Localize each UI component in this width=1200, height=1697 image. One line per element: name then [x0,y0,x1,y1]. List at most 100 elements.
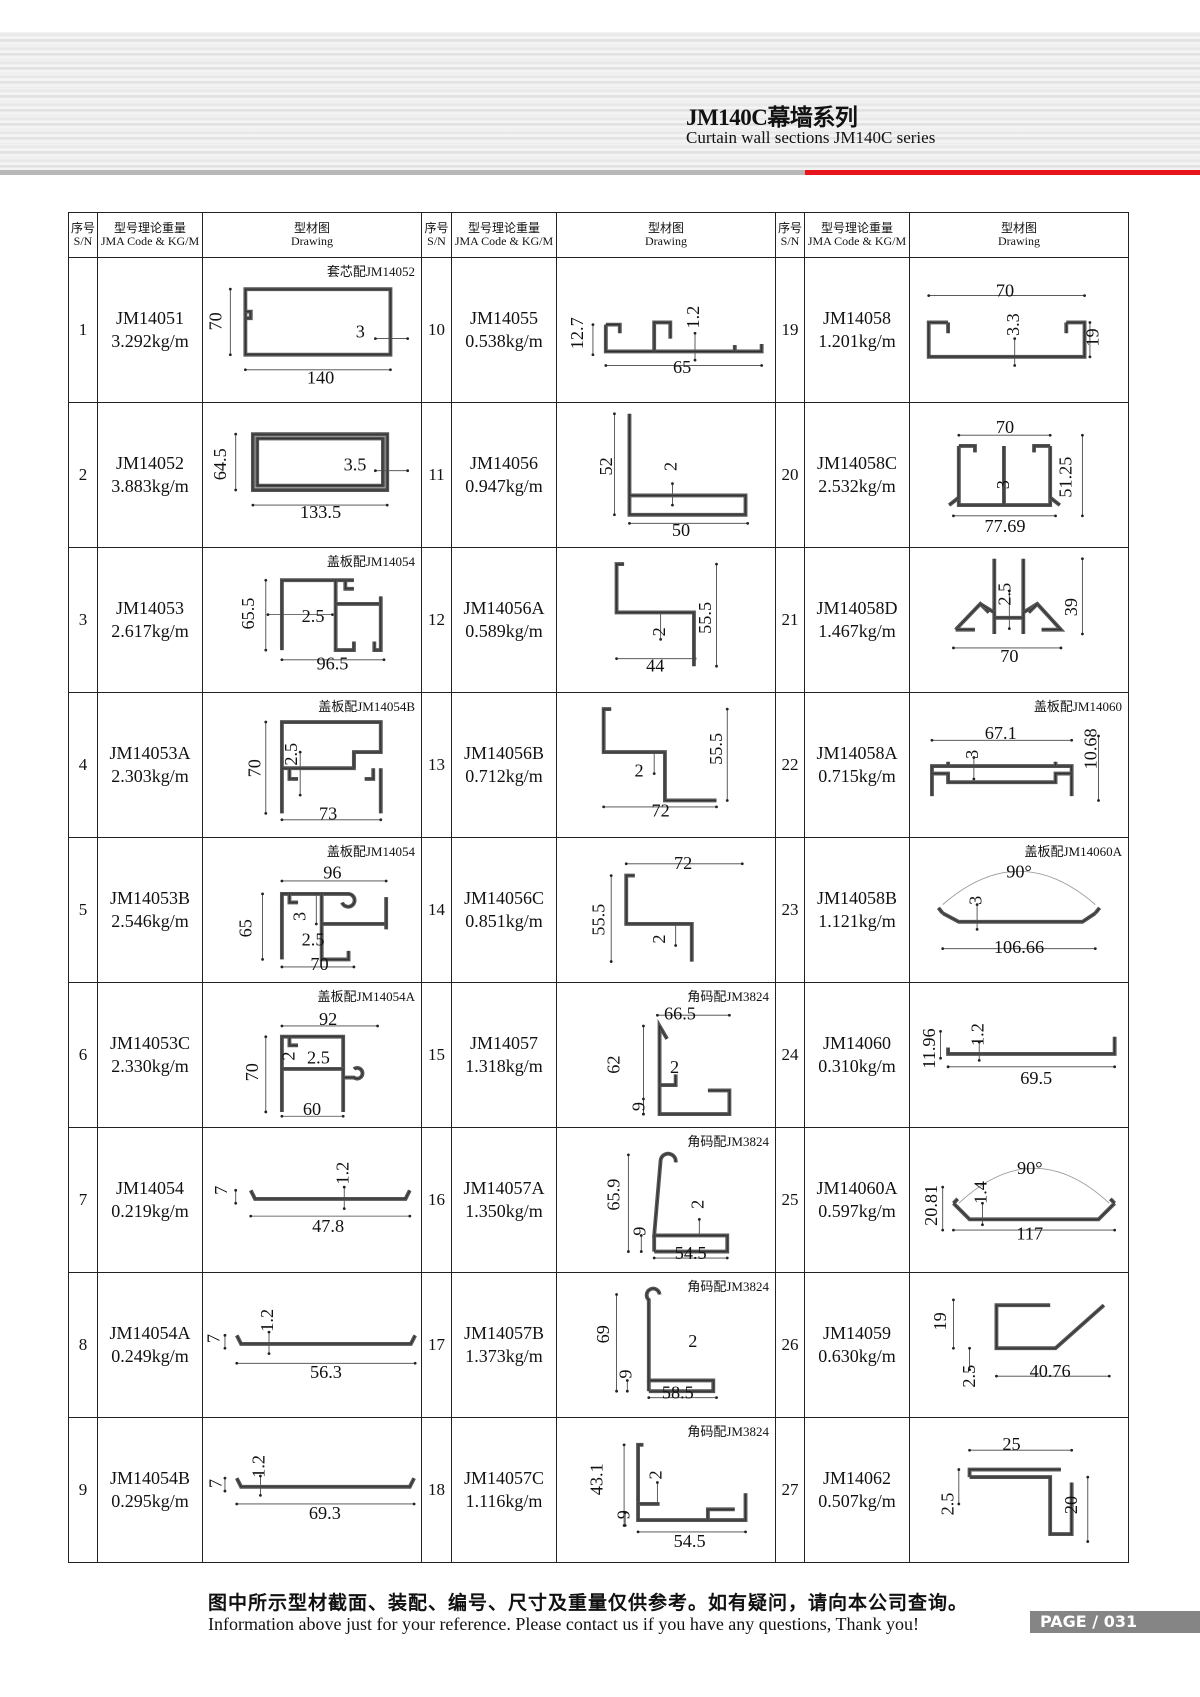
assembly-note: 角码配JM3824 [687,1424,769,1439]
dimension-label: 11.96 [919,1028,939,1068]
dimension-arrow [314,922,318,926]
dimension-arrow [374,337,377,340]
dimension-label: 47.8 [312,1216,344,1236]
item-sn: 16 [421,1127,452,1273]
dimension-arrow [972,777,976,781]
profile-outline [659,1074,676,1086]
profile-outline [637,1444,746,1521]
dimension-label: 70 [242,1063,262,1081]
dimension-label: 2.5 [281,743,301,766]
item-weight: 1.116kg/m [465,1491,543,1511]
dimension-arrow [697,1217,701,1221]
dimension-label: 2.5 [307,1047,330,1067]
col-sn-en: S/N [427,234,446,248]
dimension-arrow [234,1201,238,1205]
dimension-arrow [1013,337,1017,340]
item-sn: 26 [775,1272,805,1418]
item-code: JM14058B [816,888,897,908]
dimension-arrow [412,1502,416,1506]
dimension-arrow [382,658,386,662]
dimension-label: 40.76 [1030,1361,1071,1381]
item-weight: 0.947kg/m [465,476,543,496]
dimension-arrow [615,1389,618,1393]
angle-arc [942,870,1096,905]
dimension-arrow [656,1013,659,1017]
item-weight: 0.249kg/m [111,1346,189,1366]
dimension-arrow [1070,738,1074,742]
item-weight: 0.219kg/m [111,1201,189,1221]
item-sn: 22 [775,692,805,838]
dimension-arrow [1113,1228,1117,1232]
dimension-label: 73 [319,804,337,824]
dimension-arrow [622,1443,626,1447]
dimension-arrow [261,892,264,896]
dimension-arrow [1048,433,1052,437]
item-sn: 4 [68,692,98,838]
profile-outline [1033,445,1051,453]
page-title: JM140C幕墙系列 [686,105,858,130]
dimension-arrow [223,1333,227,1337]
col-code-en: JMA Code & KG/M [807,234,907,248]
dimension-arrow [674,944,678,947]
item-weight: 0.715kg/m [818,766,896,786]
col-code-cn: 型号理论重量 [467,221,540,235]
dimension-arrow [615,1293,618,1296]
dimension-arrow [744,1530,747,1534]
item-sn: 20 [775,402,805,548]
item-code: JM14052 [115,453,184,473]
profile-outline [1028,603,1038,613]
dimension-arrow [251,503,255,507]
dimension-label: 3 [962,750,982,759]
dimension-label: 1.4 [971,1181,991,1204]
dimension-arrow [642,1112,645,1116]
dimension-arrow [259,1493,262,1497]
item-sn: 13 [421,692,452,838]
dimension-arrow [264,1035,268,1039]
dimension-label: 3.3 [1003,313,1023,336]
dimension-arrow [1081,433,1084,437]
dimension-arrow [223,1346,227,1350]
item-sn: 5 [68,837,98,983]
item-sn: 14 [421,837,452,983]
dimension-arrow [623,1511,627,1514]
dimension-label: 54.5 [674,1531,706,1551]
dimension-label: 2.5 [302,929,325,949]
dimension-arrow [591,353,595,357]
dimension-label: 44 [646,655,664,675]
dimension-arrow [267,1352,271,1355]
dimension-arrow [625,1379,629,1382]
dimension-arrow [280,818,284,822]
page-number: PAGE / 031 [1030,1611,1200,1633]
dimension-arrow [626,1153,630,1157]
dimension-arrow [280,1114,284,1118]
profile-outline [938,907,943,914]
col-code-en: JMA Code & KG/M [454,234,554,248]
profile-outline [646,1288,714,1392]
dimension-arrow [384,879,388,883]
dimension-arrow [975,903,979,907]
assembly-note: 角码配JM3824 [687,1279,769,1294]
profile-outline [625,875,693,962]
dimension-arrow [740,862,744,866]
item-code: JM14060A [816,1178,898,1198]
dimension-label: 2 [649,934,669,943]
item-sn: 17 [421,1272,452,1418]
item-weight: 1.467kg/m [818,621,896,641]
profile-outline [948,497,960,506]
